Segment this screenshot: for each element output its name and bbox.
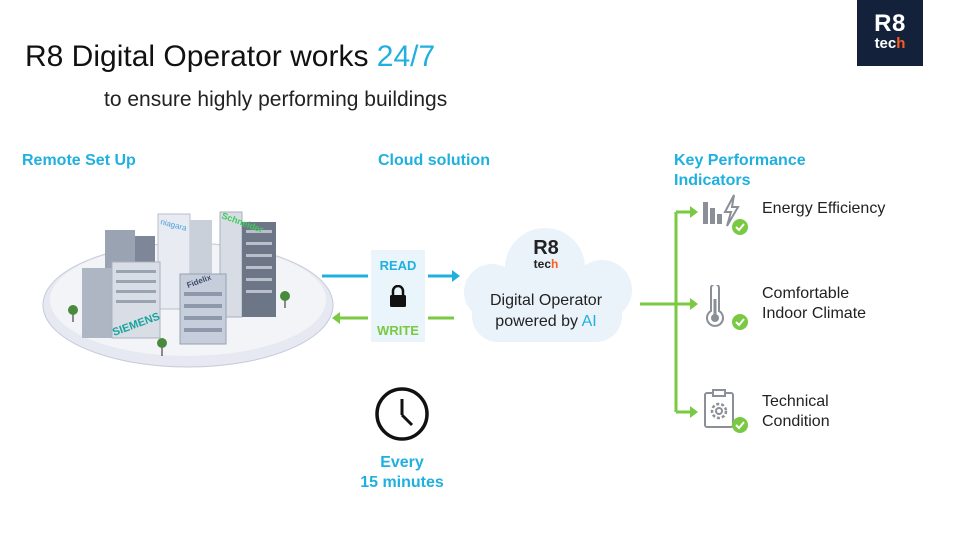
write-label: WRITE — [377, 323, 419, 338]
read-arrowhead — [452, 270, 460, 282]
kpi-branch-lines — [640, 206, 698, 418]
thermometer-icon — [706, 285, 748, 330]
lock-icon — [390, 285, 406, 307]
schedule-label: Every 15 minutes — [360, 454, 444, 491]
section-cloud-solution: Cloud solution — [378, 152, 490, 169]
check-icon — [732, 314, 748, 330]
buildings-illustration: SIEMENS Schneider Fidelix niagara — [42, 210, 334, 368]
write-arrowhead — [332, 312, 340, 324]
page-subtitle: to ensure highly performing buildings — [104, 88, 448, 111]
kpi-energy-efficiency: Energy Efficiency — [762, 200, 886, 217]
cloud-shape — [464, 228, 632, 342]
check-icon — [732, 417, 748, 433]
energy-chart-icon — [703, 194, 748, 235]
title-accent: 24/7 — [376, 40, 436, 73]
check-icon — [732, 219, 748, 235]
tree-icons — [68, 291, 290, 356]
r8tech-logo: R8 tech — [857, 0, 923, 66]
flow-arrows-left — [322, 270, 460, 324]
logo-r8: R8 — [874, 10, 906, 37]
read-label: READ — [379, 258, 417, 273]
gear-clipboard-icon — [704, 389, 748, 433]
title-main: R8 Digital Operator works — [25, 40, 377, 73]
cloud-label: Digital Operator powered by AI — [489, 292, 603, 330]
clock-icon — [375, 387, 429, 441]
logo-tech: tech — [874, 35, 906, 52]
page-title: R8 Digital Operator works 24/7 — [25, 40, 435, 74]
cloud-r8tech-logo: R8 tech — [533, 237, 559, 271]
section-remote-setup: Remote Set Up — [22, 152, 136, 169]
